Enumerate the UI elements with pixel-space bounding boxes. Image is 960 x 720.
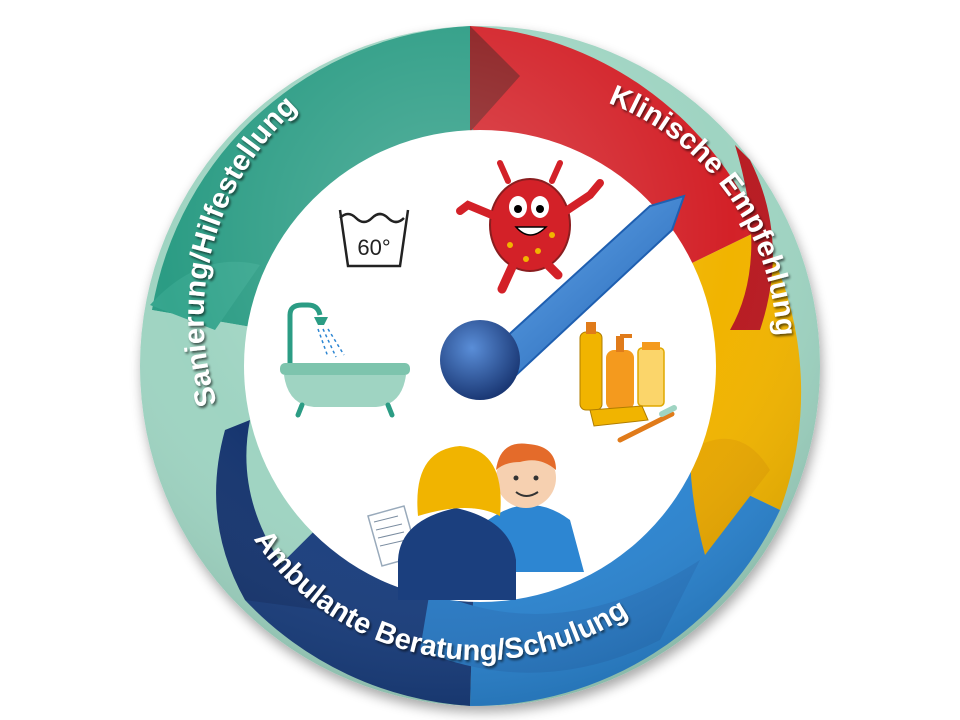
bathtub-shower-icon bbox=[280, 302, 410, 418]
wash-temperature-label: 60° bbox=[357, 235, 390, 260]
clock-hand bbox=[440, 194, 686, 400]
consultation-people-icon bbox=[367, 443, 584, 600]
germ-monster-icon bbox=[456, 160, 604, 294]
hygiene-products-icon bbox=[579, 322, 677, 443]
wash-60-icon: 60° bbox=[338, 209, 410, 268]
clock-hub bbox=[440, 320, 520, 400]
